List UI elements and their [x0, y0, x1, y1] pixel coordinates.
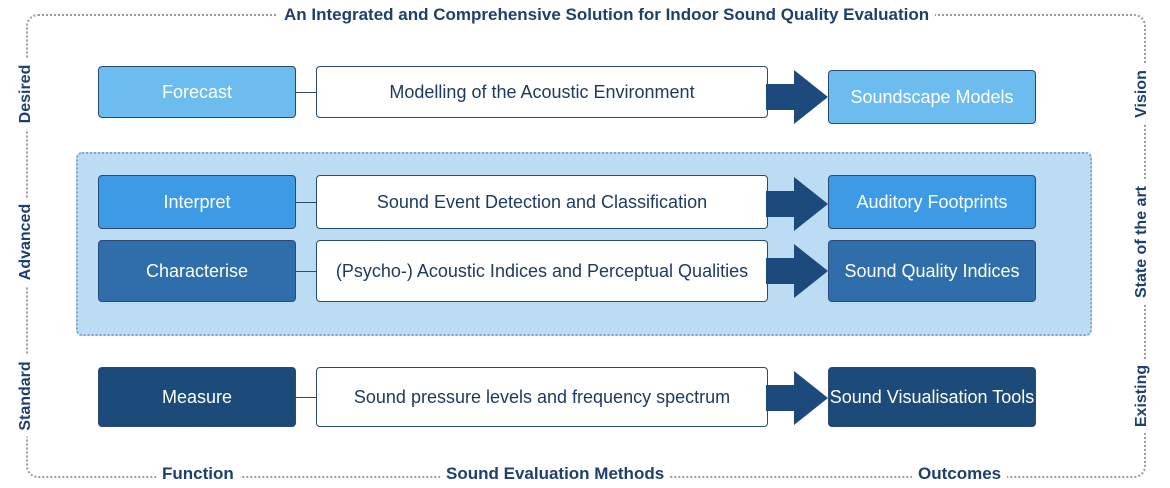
right-axis-state-of-the-art: State of the art	[1133, 179, 1151, 305]
left-axis-desired: Desired	[17, 58, 35, 130]
diagram-title: An Integrated and Comprehensive Solution…	[278, 5, 936, 25]
outcome-auditory-footprints: Auditory Footprints	[828, 175, 1036, 229]
arrow-right-icon	[766, 177, 828, 231]
arrow-right-icon	[766, 371, 828, 425]
left-axis-standard: Standard	[17, 355, 35, 437]
bottom-label-outcomes: Outcomes	[912, 464, 1008, 484]
function-measure: Measure	[98, 367, 296, 427]
connector-measure	[296, 397, 316, 398]
bottom-label-methods: Sound Evaluation Methods	[440, 464, 671, 484]
bottom-label-function: Function	[156, 464, 240, 484]
connector-characterise	[296, 271, 316, 272]
outcome-sound-quality-indices: Sound Quality Indices	[828, 240, 1036, 302]
outcome-soundscape-models: Soundscape Models	[828, 70, 1036, 124]
method-psychoacoustic-indices: (Psycho-) Acoustic Indices and Perceptua…	[316, 240, 768, 302]
outcome-sound-visualisation-tools: Sound Visualisation Tools	[828, 367, 1036, 427]
right-axis-vision: Vision	[1133, 64, 1151, 124]
method-spl-spectrum: Sound pressure levels and frequency spec…	[316, 367, 768, 427]
left-axis-advanced: Advanced	[17, 197, 35, 287]
arrow-right-icon	[766, 244, 828, 298]
method-event-detection: Sound Event Detection and Classification	[316, 175, 768, 229]
right-axis-existing: Existing	[1133, 358, 1151, 434]
method-modelling: Modelling of the Acoustic Environment	[316, 66, 768, 118]
connector-interpret	[296, 202, 316, 203]
arrow-right-icon	[766, 70, 828, 124]
function-forecast: Forecast	[98, 66, 296, 118]
connector-forecast	[296, 92, 316, 93]
function-characterise: Characterise	[98, 240, 296, 302]
function-interpret: Interpret	[98, 175, 296, 229]
